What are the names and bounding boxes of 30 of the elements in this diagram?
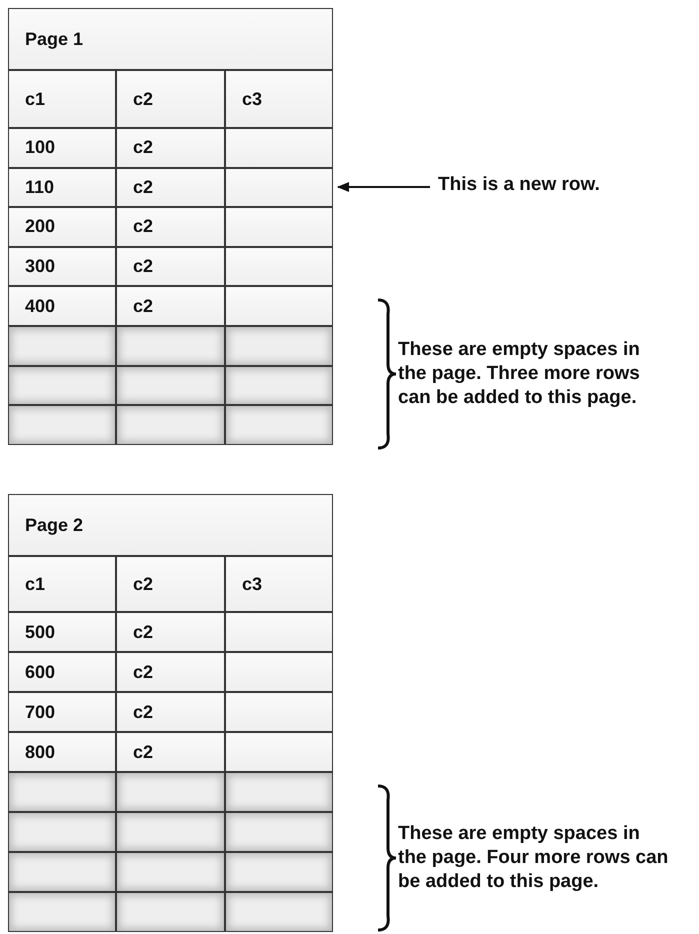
callout-text: This is a new row. xyxy=(438,174,600,196)
column-header: c2 xyxy=(116,556,225,612)
table-cell: 300 xyxy=(8,246,116,286)
column-header: c3 xyxy=(225,70,333,128)
table-cell: 800 xyxy=(8,732,116,772)
table-cell: c2 xyxy=(116,612,225,652)
table-cell: 400 xyxy=(8,286,116,326)
table-cell: c2 xyxy=(116,168,225,208)
table-cell: c2 xyxy=(116,286,225,326)
note-text: These are empty spaces in the page. Three more rows can be added to this page. xyxy=(398,338,641,410)
table-cell: 500 xyxy=(8,612,116,652)
column-header: c1 xyxy=(8,556,116,612)
table-cell: 600 xyxy=(8,652,116,692)
table-cell: 200 xyxy=(8,207,116,247)
table-cell: 110 xyxy=(8,168,116,208)
page-title: Page 2 xyxy=(8,494,333,556)
column-header: c1 xyxy=(8,70,116,128)
table-cell: c2 xyxy=(116,128,225,168)
note-text: These are empty spaces in the page. Four more rows can be added to this page. xyxy=(398,822,670,894)
page-title: Page 1 xyxy=(8,8,333,70)
table-cell: 700 xyxy=(8,692,116,732)
column-header: c3 xyxy=(225,556,333,612)
table-cell: c2 xyxy=(116,692,225,732)
arrow xyxy=(337,182,430,192)
table-cell: 100 xyxy=(8,128,116,168)
table-cell: c2 xyxy=(116,652,225,692)
column-header: c2 xyxy=(116,70,225,128)
table-cell: c2 xyxy=(116,207,225,247)
table-cell: c2 xyxy=(116,246,225,286)
table-cell: c2 xyxy=(116,732,225,772)
